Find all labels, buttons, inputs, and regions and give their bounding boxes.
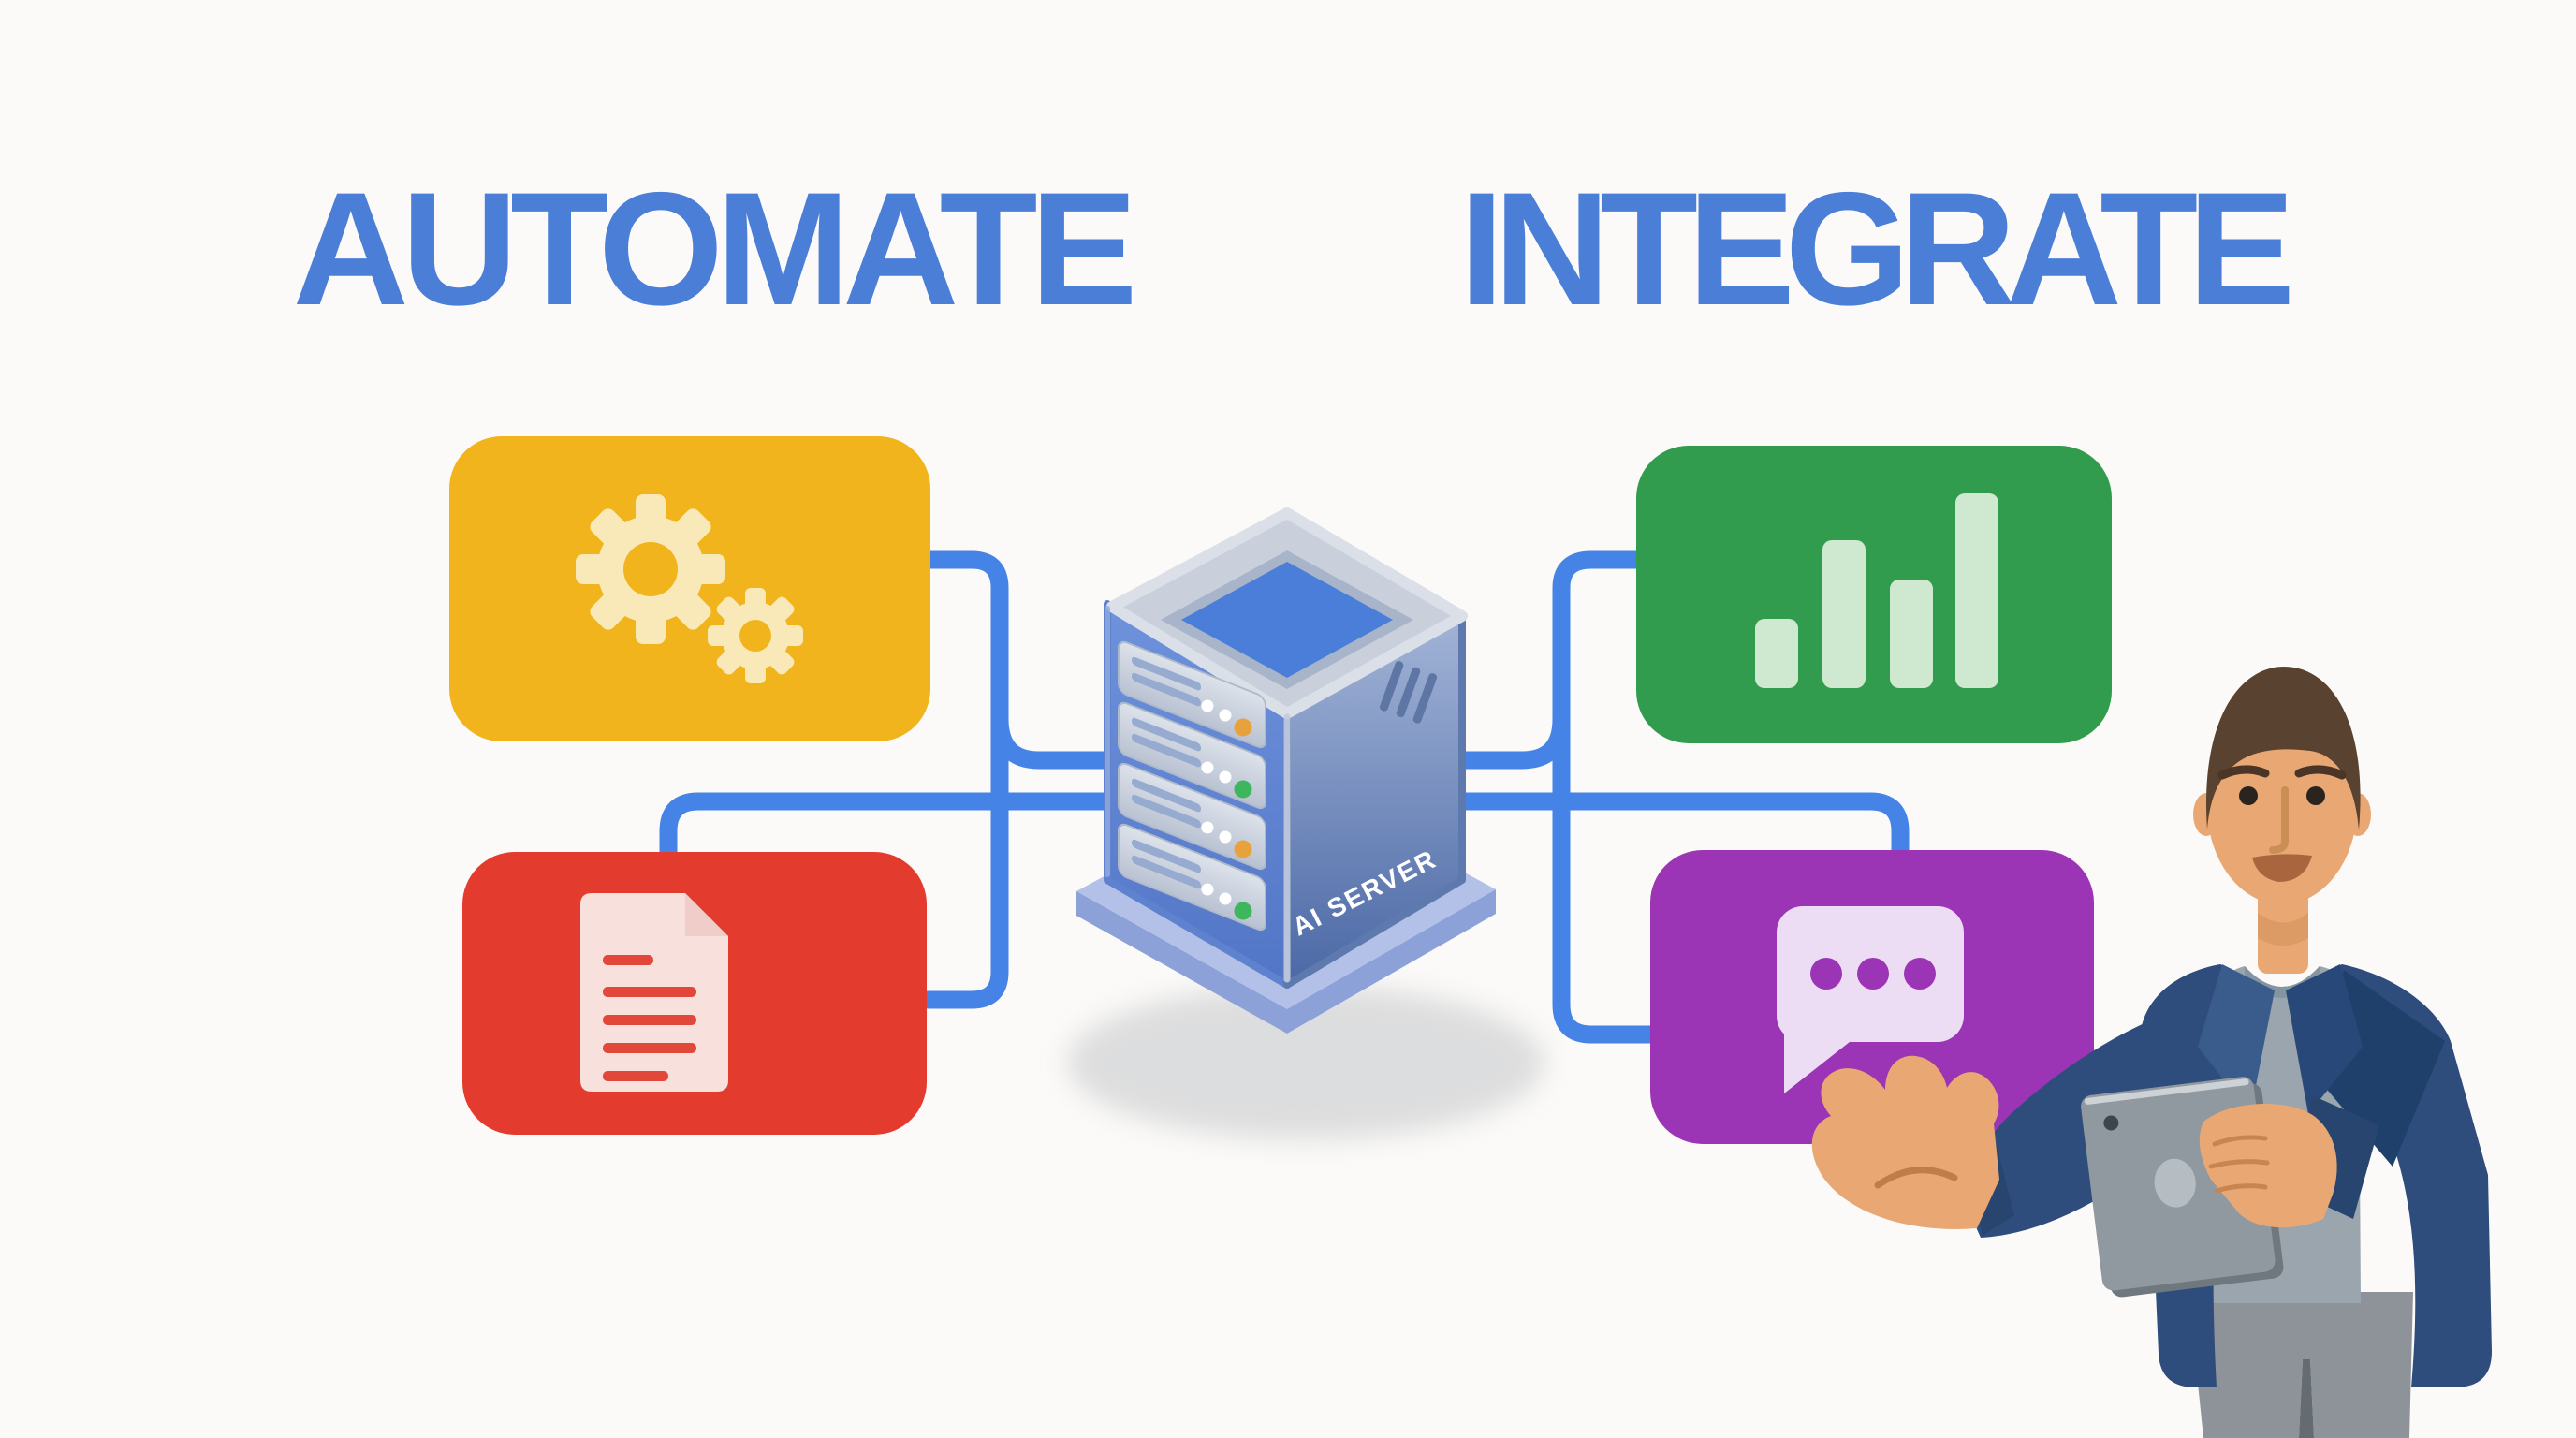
title-integrate: INTEGRATE [1458, 159, 2295, 339]
gears-icon [576, 494, 803, 683]
document-icon [580, 893, 728, 1092]
connector-automation-trunk [919, 550, 1009, 1009]
tablet-logo-circle [2154, 1158, 2196, 1208]
connector-left-server-branch [990, 710, 1268, 770]
eyebrow-right [2294, 765, 2347, 780]
chat-bubble-icon [1777, 906, 1964, 1093]
server-shadow [1067, 986, 1544, 1139]
gripping-hand-finger-lines [2208, 1135, 2270, 1194]
server-vents [1379, 661, 1438, 724]
nose [2269, 786, 2289, 854]
presenter-figure [1811, 667, 2492, 1438]
open-hand [1811, 1055, 1999, 1229]
server-cube: AI SERVER [1104, 507, 1468, 989]
blazer-right-panel [2286, 964, 2492, 1387]
tablet-camera-dot [2103, 1115, 2119, 1131]
node-automation [449, 436, 930, 741]
chin-shadow [2258, 913, 2308, 946]
node-analytics [1636, 446, 2112, 743]
mouth [2252, 854, 2312, 882]
face-features [2217, 765, 2347, 882]
pants [2188, 1292, 2413, 1438]
eye-left [2239, 786, 2258, 805]
gripping-hand [2199, 1104, 2337, 1228]
eyebrow-left [2217, 765, 2270, 780]
pants-inseam-shadow [2299, 1359, 2314, 1438]
connector-right-server-branch [1296, 710, 1571, 770]
blazer-right-lapel [2286, 964, 2363, 1114]
blazer-left-lapel [2198, 964, 2275, 1114]
title-automate: AUTOMATE [292, 159, 1138, 339]
palm-crease [1874, 1167, 1958, 1189]
hair [2206, 667, 2361, 829]
eye-right [2306, 786, 2325, 805]
extended-arm-sleeve [1962, 1006, 2190, 1238]
tablet-edge-highlight [2084, 1078, 2249, 1105]
bar-chart-icon [1755, 493, 1998, 688]
connector-integrate-trunk [1552, 550, 1668, 1044]
node-documents [462, 852, 927, 1135]
server-screen [1181, 562, 1393, 678]
server-status-leds [1201, 699, 1252, 920]
